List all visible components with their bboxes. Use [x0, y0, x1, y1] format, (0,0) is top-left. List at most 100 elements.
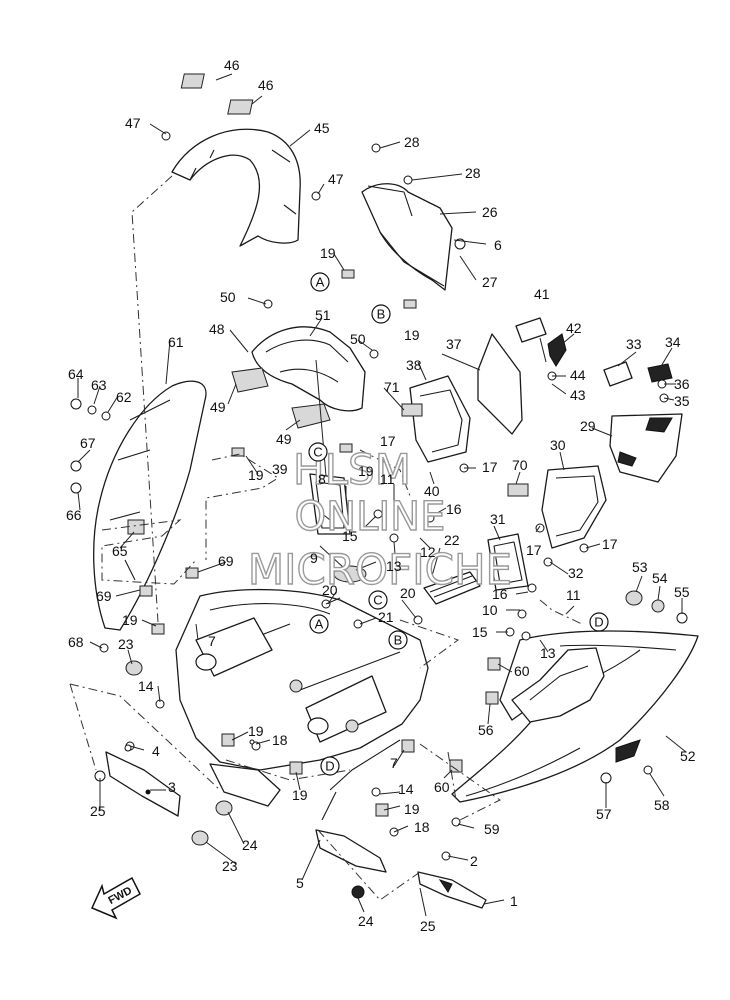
headlight-frame [409, 375, 471, 463]
part-label: 45 [314, 120, 330, 136]
part-label: 60 [434, 779, 450, 795]
part-label: 15 [472, 624, 488, 640]
part-label: 47 [328, 171, 344, 187]
part-label: 31 [490, 511, 506, 527]
part-label: 23 [222, 858, 238, 874]
circle-ref-d-low: D [320, 756, 340, 776]
part-label: 19 [358, 463, 374, 479]
part-label: 7 [208, 633, 216, 649]
part-label: 5 [296, 875, 304, 891]
part-label: 20 [322, 582, 338, 598]
clip-69b [185, 567, 199, 579]
part-label: 19 [292, 787, 308, 803]
part-label: 25 [90, 803, 106, 819]
part-label: 17 [482, 459, 498, 475]
part-label: 39 [272, 461, 288, 477]
right-side-cover [451, 630, 699, 803]
circle-ref-a-top: A [310, 272, 330, 292]
part-label: 57 [596, 806, 612, 822]
circle-ref-a-mid: A [309, 614, 329, 634]
reference-lines [69, 175, 583, 901]
part-label: 18 [272, 732, 288, 748]
part-label: 14 [398, 781, 414, 797]
circle-ref-b-mid: B [388, 630, 408, 650]
part-label: 51 [315, 307, 331, 323]
forward-arrow: FWD [90, 876, 141, 920]
clip-19b [231, 447, 245, 457]
part-label: 19 [122, 612, 138, 628]
part-label: 17 [526, 542, 542, 558]
part-label: 59 [484, 821, 500, 837]
pad-49a [231, 367, 269, 393]
part-label: 17 [380, 433, 396, 449]
part-label: 17 [602, 536, 618, 552]
bracket-lower-left [209, 763, 281, 807]
svg-text:B: B [394, 633, 403, 648]
clip-69a [139, 585, 153, 597]
part-label: 6 [494, 237, 502, 253]
part-label: 58 [654, 797, 670, 813]
part-label: 8 [318, 471, 326, 487]
inner-panel [477, 333, 523, 435]
part-label: 11 [566, 587, 581, 603]
part-label: 10 [482, 602, 498, 618]
svg-text:A: A [315, 617, 324, 632]
pad-70 [507, 483, 529, 497]
part-label: 70 [512, 457, 528, 473]
part-label: 7 [390, 755, 398, 771]
part-label: 24 [358, 913, 374, 929]
fwd-arrow-icon [90, 876, 141, 920]
socket-33 [603, 361, 633, 387]
part-label: 26 [482, 204, 498, 220]
part-label: 19 [404, 801, 420, 817]
part-label: 46 [224, 57, 240, 73]
part-label: 19 [248, 467, 264, 483]
part-label: 18 [414, 819, 430, 835]
clip-56 [485, 691, 499, 705]
svg-text:C: C [313, 445, 322, 460]
part-label: 14 [138, 678, 154, 694]
part-label: 19 [404, 327, 420, 343]
part-shapes [70, 73, 699, 909]
part-label: 1 [510, 893, 518, 909]
circle-references: A B C C A B D D [308, 272, 609, 776]
part-label: 23 [118, 636, 134, 652]
bulb-34 [647, 363, 673, 383]
part-label: 36 [674, 376, 690, 392]
part-label: 3 [168, 779, 176, 795]
part-label: 44 [570, 367, 586, 383]
part-label: 13 [386, 558, 402, 574]
part-label: 30 [550, 437, 566, 453]
upper-cover [361, 183, 453, 291]
part-label: 53 [632, 559, 648, 575]
pad-49b [291, 403, 331, 429]
part-label: 63 [91, 377, 107, 393]
pad-46a [180, 73, 205, 89]
part-label: 64 [68, 366, 84, 382]
clip-19d [403, 299, 417, 309]
circle-ref-b-top: B [371, 304, 391, 324]
part-label: 65 [112, 543, 128, 559]
part-label: 28 [404, 134, 420, 150]
leader-lines [77, 73, 687, 917]
part-label: 50 [220, 289, 236, 305]
part-label: 25 [420, 918, 436, 934]
part-label: 38 [406, 357, 422, 373]
part-label: 2 [470, 853, 478, 869]
part-label: 34 [665, 334, 681, 350]
part-label: 19 [248, 723, 264, 739]
part-label: 27 [482, 274, 498, 290]
clip-19c [341, 269, 355, 279]
part-label: 66 [66, 507, 82, 523]
part-label: 19 [320, 245, 336, 261]
part-label: 15 [342, 528, 358, 544]
part-label: 48 [209, 321, 225, 337]
meter-bracket [251, 326, 366, 412]
svg-text:D: D [594, 615, 603, 630]
screws [70, 131, 688, 861]
part-label: 4 [152, 743, 160, 759]
part-label: 69 [218, 553, 234, 569]
part-label: 46 [258, 77, 274, 93]
part-label: 55 [674, 584, 690, 600]
